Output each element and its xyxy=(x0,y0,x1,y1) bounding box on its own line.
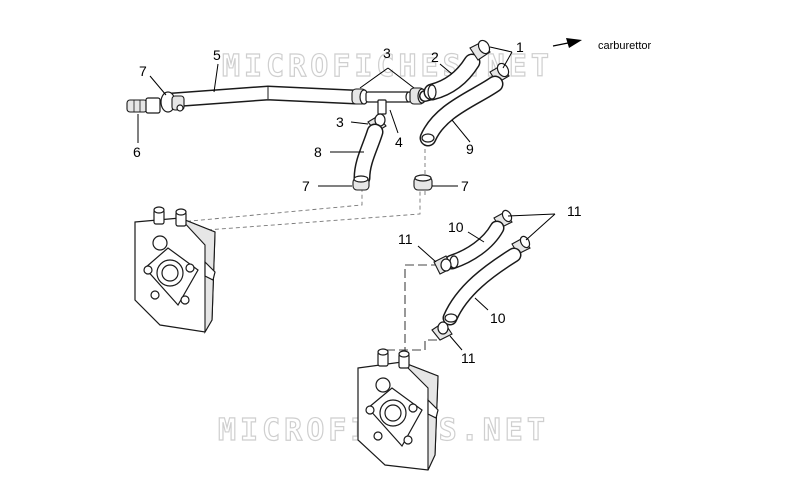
callout-7-left: 7 xyxy=(302,178,310,194)
clamp-11-bottom xyxy=(431,321,453,341)
leader-10a xyxy=(467,231,485,243)
t-piece-4 xyxy=(365,91,413,115)
leader-11a-lower xyxy=(525,213,556,241)
callout-7-right: 7 xyxy=(461,178,469,194)
clamp-1-upper xyxy=(469,39,491,61)
hose-9 xyxy=(419,75,504,147)
cylinder-head-upper xyxy=(134,206,216,335)
leader-11b xyxy=(417,245,437,263)
callout-1: 1 xyxy=(516,39,524,55)
callout-9: 9 xyxy=(466,141,474,157)
leader-5 xyxy=(213,63,219,93)
callout-5: 5 xyxy=(213,47,221,63)
hose-5 xyxy=(164,85,363,108)
clamp-7-bottom-left xyxy=(352,175,370,191)
leader-3b xyxy=(350,121,369,125)
routing-line-lower-left xyxy=(404,264,440,365)
callout-4: 4 xyxy=(395,134,403,150)
leader-4 xyxy=(389,109,399,134)
leader-1b xyxy=(502,51,513,69)
leader-7a xyxy=(149,75,167,96)
callout-11-left: 11 xyxy=(398,231,413,247)
carburettor-label: carburettor xyxy=(598,40,652,52)
callout-11-top: 11 xyxy=(567,203,582,219)
leader-2 xyxy=(439,63,453,75)
leader-3a-right xyxy=(387,67,415,89)
direction-arrow xyxy=(552,38,582,48)
callout-10-lower: 10 xyxy=(490,310,506,326)
leader-10b xyxy=(474,297,489,311)
callout-6: 6 xyxy=(133,144,141,160)
clamp-7-bottom-right xyxy=(413,174,433,191)
leader-11c xyxy=(449,335,463,351)
routing-line-left xyxy=(179,190,363,223)
callout-3-mid: 3 xyxy=(336,114,344,130)
leader-11a-upper xyxy=(507,213,556,217)
leader-3a-left xyxy=(359,67,389,89)
leader-1a xyxy=(489,46,513,53)
hose-10-upper xyxy=(444,220,505,270)
hose-10-lower xyxy=(442,247,522,326)
hose-2 xyxy=(423,53,481,101)
callout-3-top: 3 xyxy=(383,45,391,61)
fitting-6 xyxy=(126,97,161,114)
callout-2: 2 xyxy=(431,49,439,65)
callout-7-top: 7 xyxy=(139,63,147,79)
routing-line-right xyxy=(179,190,421,233)
callout-8: 8 xyxy=(314,144,322,160)
clamp-11-left xyxy=(433,255,453,275)
callout-10-upper: 10 xyxy=(448,219,464,235)
cylinder-head-lower xyxy=(357,348,439,471)
hose-8 xyxy=(353,123,384,187)
callout-11-bottom: 11 xyxy=(461,350,476,366)
leader-9 xyxy=(451,119,471,143)
clamp-7-left xyxy=(160,91,185,113)
